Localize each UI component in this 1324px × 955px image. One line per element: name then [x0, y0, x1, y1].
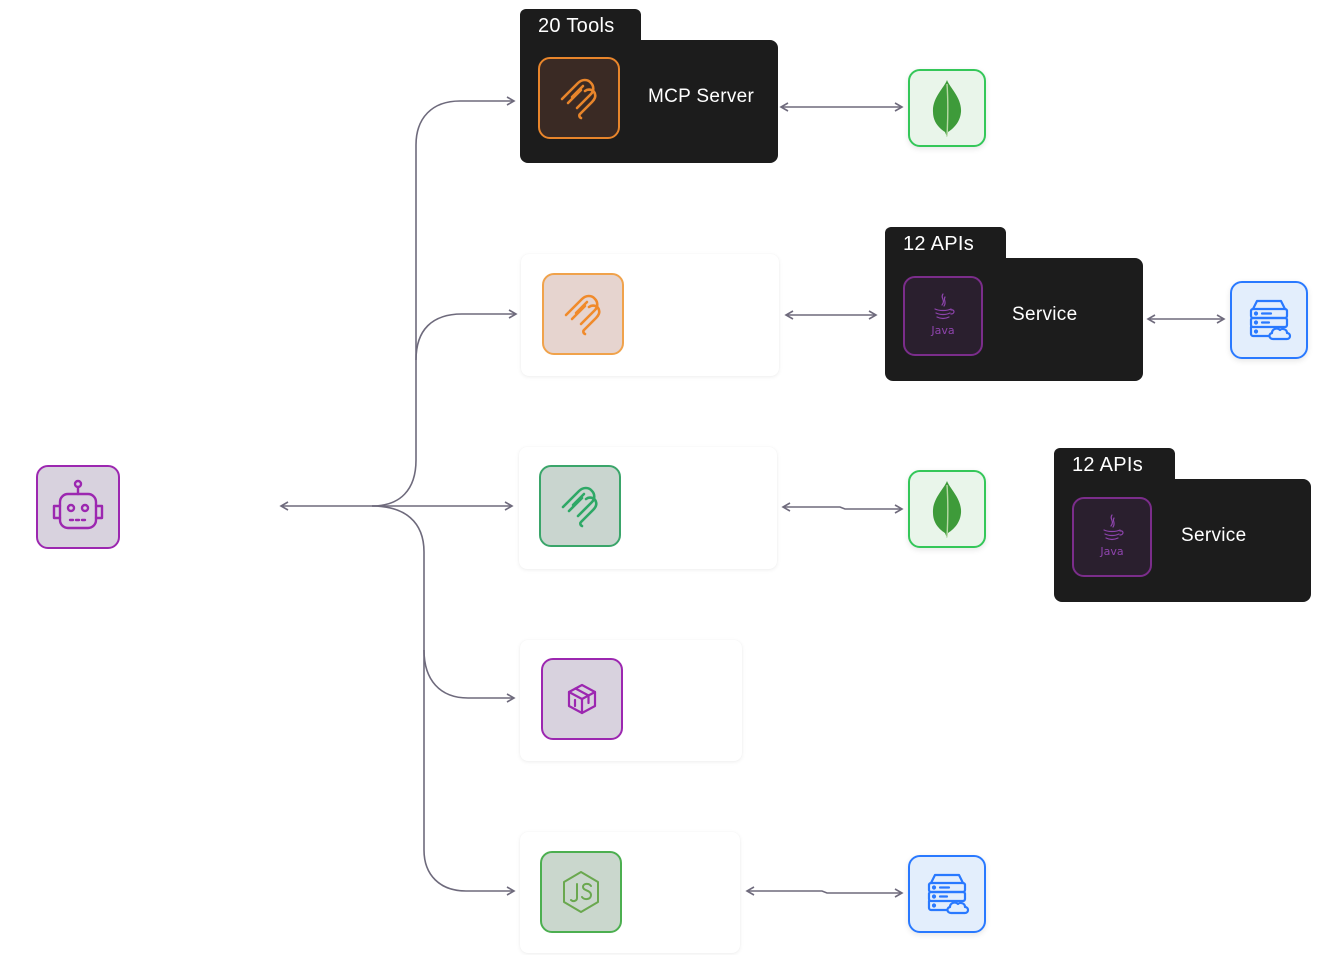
service-2-card[interactable]: Java Service [1054, 479, 1311, 602]
service-1-card[interactable]: Java Service [885, 258, 1143, 381]
mcp-server-main-label: MCP Server [648, 86, 755, 107]
mongodb-node-2[interactable] [908, 470, 986, 548]
mcp-server-2-icon-tile [542, 273, 624, 355]
java-icon-text: Java [1099, 545, 1123, 558]
agent-node[interactable] [36, 465, 120, 549]
java-icon-text: Java [930, 324, 954, 337]
service-1-icon-tile: Java [903, 276, 983, 356]
edge-agent-package [423, 649, 516, 703]
cloud-server-node-1[interactable] [1230, 281, 1308, 359]
mcp-server-3-card[interactable] [519, 447, 777, 569]
service-1-apis-tab: 12 APIs [885, 227, 1006, 263]
robot-icon [52, 479, 104, 530]
edge-agent-mcp-2 [415, 309, 518, 361]
service-1-apis-count: 12 APIs [903, 233, 975, 255]
node-server-card[interactable] [520, 832, 740, 953]
mongodb-leaf-icon [932, 481, 962, 538]
edge-agent-mcp-main [371, 96, 516, 507]
mcp-server-3-icon-tile [539, 465, 621, 547]
node-server-icon-tile [540, 851, 622, 933]
java-icon: Java [1099, 514, 1124, 558]
java-icon: Java [930, 293, 955, 337]
mcp-server-tools-tab: 20 Tools [520, 9, 641, 45]
service-2-icon-tile: Java [1072, 497, 1152, 577]
package-server-icon-tile [541, 658, 623, 740]
cloud-server-icon [1249, 299, 1292, 341]
mongodb-node-1[interactable] [908, 69, 986, 147]
service-2-apis-count: 12 APIs [1072, 454, 1144, 476]
mcp-server-main-card[interactable]: MCP Server [520, 40, 778, 163]
mcp-server-main-icon-tile [538, 57, 620, 139]
cube-icon [567, 683, 597, 715]
cloud-server-icon [927, 873, 970, 915]
mcp-icon [560, 78, 597, 120]
cloud-server-node-2[interactable] [908, 855, 986, 933]
mcp-server-2-card[interactable] [521, 254, 779, 376]
mcp-icon [564, 294, 601, 336]
service-2-apis-tab: 12 APIs [1054, 448, 1175, 484]
mcp-icon [561, 486, 598, 528]
edge-node-cloud2 [745, 886, 904, 898]
edge-agent-lower-trunk [371, 505, 516, 896]
mcp-server-tools-count: 20 Tools [538, 15, 615, 37]
service-2-label: Service [1181, 525, 1247, 546]
nodejs-icon [563, 871, 599, 913]
service-1-label: Service [1012, 304, 1078, 325]
edge-mcp3-mongo2 [781, 502, 904, 514]
mongodb-leaf-icon [932, 80, 962, 137]
package-server-card[interactable] [520, 640, 742, 761]
